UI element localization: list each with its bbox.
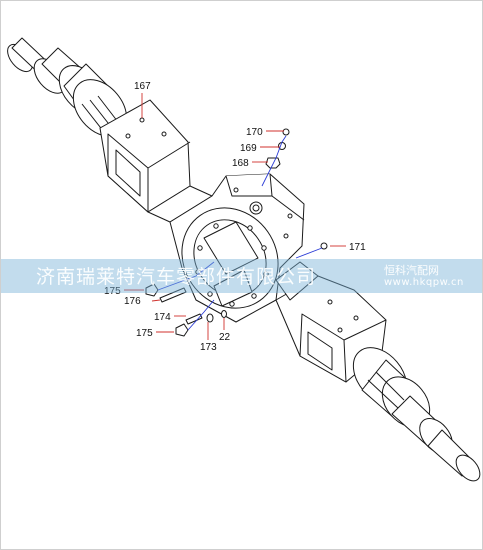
callout-174: 174 xyxy=(154,312,171,323)
watermark-banner xyxy=(0,259,483,293)
leader-blue-174 xyxy=(187,299,215,331)
callout-171: 171 xyxy=(349,242,366,253)
watermark-site-url: www.hkqpw.cn xyxy=(384,277,464,288)
left-arm xyxy=(99,99,213,223)
callout-167: 167 xyxy=(134,81,151,92)
callout-22: 22 xyxy=(219,332,231,343)
callouts: 167 170 169 168 171 176 175 174 175 173 … xyxy=(104,81,366,353)
callout-173: 173 xyxy=(200,342,217,353)
callout-169: 169 xyxy=(240,143,257,154)
callout-170: 170 xyxy=(246,127,263,138)
left-spindle xyxy=(7,37,128,137)
leader-blue-top xyxy=(261,135,287,187)
right-spindle xyxy=(352,347,481,482)
watermark-site-name: 恒科汽配网 xyxy=(384,264,439,277)
watermark-company: 济南瑞莱特汽车零部件有限公司 xyxy=(36,266,317,288)
leader-lines xyxy=(124,93,346,340)
callout-176: 176 xyxy=(124,296,141,307)
center-housing xyxy=(169,173,305,323)
callout-168: 168 xyxy=(232,158,249,169)
leader-blue-175 xyxy=(157,261,215,291)
leader-176 xyxy=(151,299,161,302)
callout-175-upper: 175 xyxy=(104,286,121,297)
leader-blue-171 xyxy=(295,247,323,259)
callout-175-lower: 175 xyxy=(136,328,153,339)
